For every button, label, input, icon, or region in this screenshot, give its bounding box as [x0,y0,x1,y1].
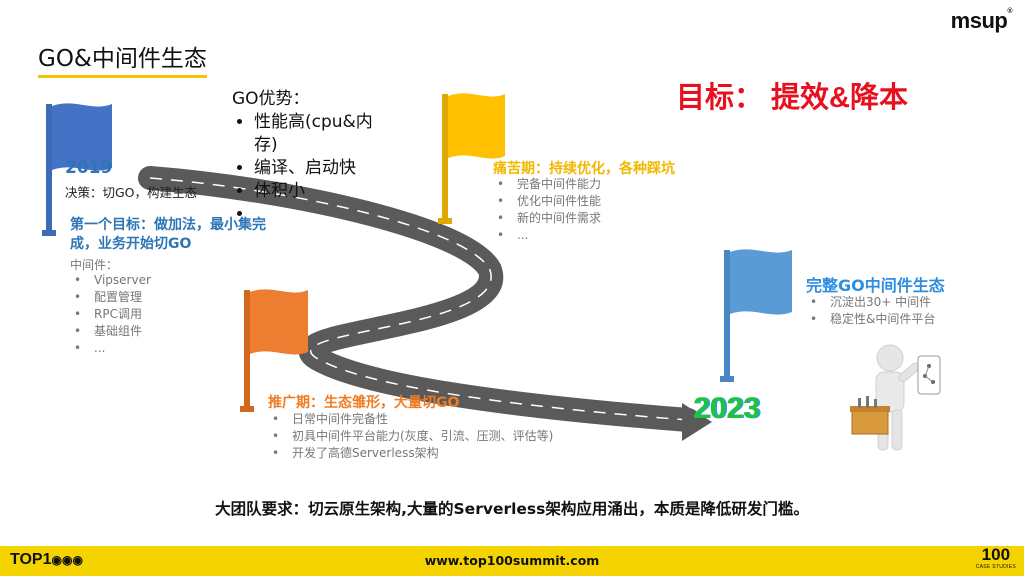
logo-text: msup [950,8,1008,33]
list-item: 稳定性&中间件平台 [810,311,935,328]
flag-complete [720,249,792,382]
team-requirement: 大团队要求：切云原生架构,大量的Serverless架构应用涌出，本质是降低研发… [215,500,809,518]
list-item: 初具中间件平台能力(灰度、引流、压测、评估等) [272,428,553,445]
top100-brand: TOP1◉◉◉ [10,551,83,569]
complete-ecosystem-list: 沉淀出30+ 中间件 稳定性&中间件平台 [810,294,935,328]
list-item: RPC调用 [74,306,151,323]
list-item: ... [497,227,601,244]
registered-mark: ® [1007,8,1012,15]
middleware-list: Vipserver 配置管理 RPC调用 基础组件 ... [74,272,151,357]
year-2019: 2019 [65,158,113,178]
list-item: 完备中间件能力 [497,176,601,193]
flag-2019 [42,103,112,236]
flag-pain-period [438,93,505,224]
worker-figure [850,344,941,451]
list-item: Vipserver [74,272,151,289]
first-goal: 第一个目标：做加法，最小集完成，业务开始切GO [70,217,266,252]
pain-period-title: 痛苦期：持续优化，各种踩坑 [493,161,675,177]
pain-period-list: 完备中间件能力 优化中间件性能 新的中间件需求 ... [497,176,601,244]
advantage-item: 性能高(cpu&内存) [254,111,394,157]
complete-ecosystem-title: 完整GO中间件生态 [806,276,945,295]
list-item: ... [74,340,151,357]
list-item: 开发了高德Serverless架构 [272,445,553,462]
promotion-period-list: 日常中间件完备性 初具中间件平台能力(灰度、引流、压测、评估等) 开发了高德Se… [272,411,553,462]
eyes-icon: ◉◉◉ [51,553,83,567]
list-item: 基础组件 [74,323,151,340]
decision-text: 决策：切GO，构建生态 [65,185,198,200]
case-studies-logo: 100 CASE STUDIES [975,545,1016,571]
footer-bar: TOP1◉◉◉ www.top100summit.com 100 CASE ST… [0,546,1024,576]
advantages-heading: GO优势： [232,89,310,109]
page-title: GO&中间件生态 [38,44,207,78]
list-item: 优化中间件性能 [497,193,601,210]
flag-promotion-period [240,289,308,412]
advantage-item: 编译、启动快 [254,157,394,180]
promotion-period-title: 推广期：生态雏形，大量切GO [268,395,460,411]
middleware-label: 中间件： [70,258,119,272]
cases-number: 100 [981,545,1011,564]
road [138,166,700,432]
list-item: 沉淀出30+ 中间件 [810,294,935,311]
go-advantages: GO优势： 性能高(cpu&内存) 编译、启动快 体积小 [232,88,394,226]
cases-label: CASE STUDIES [975,564,1016,570]
msup-logo: msup® [950,8,1013,34]
advantage-item: 体积小 [254,180,394,203]
list-item: 新的中间件需求 [497,210,601,227]
brand-text: TOP1 [10,551,52,568]
list-item: 配置管理 [74,289,151,306]
footer-url[interactable]: www.top100summit.com [424,553,600,568]
year-2023: 2023 [693,392,760,425]
list-item: 日常中间件完备性 [272,411,553,428]
road-arrow-head [682,403,712,441]
goal-headline: 目标： 提效&降本 [676,82,909,114]
